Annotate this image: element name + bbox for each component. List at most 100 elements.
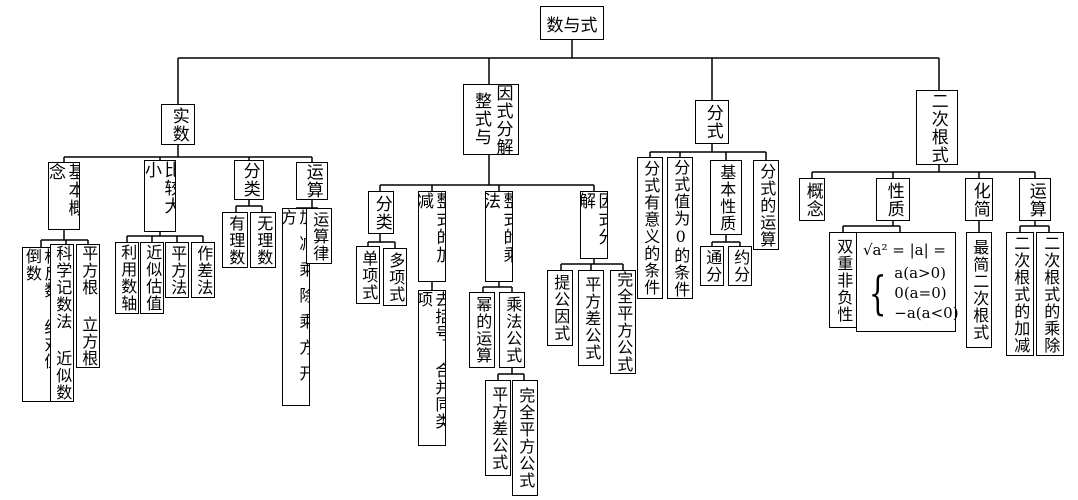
- leaf-simplest-radical: 最简二次根式: [966, 232, 992, 348]
- real-operations-label: 运算: [302, 163, 323, 199]
- leaf-text: 双重非负性: [834, 237, 854, 323]
- leaf-arith-ops: 加减乘除乘方开方: [282, 208, 310, 406]
- leaf-monomial: 单项式: [356, 246, 380, 304]
- leaf-text: 运算律: [310, 210, 330, 262]
- frac-meaningful-condition: 分式有意义的条件: [637, 157, 663, 299]
- leaf-difference-method: 作差法: [191, 242, 215, 298]
- leaf-text: 分式的运算: [757, 162, 777, 248]
- leaf-text: 平方差公式: [489, 385, 509, 471]
- leaf-perfect-square: 完全平方公式: [512, 380, 538, 496]
- real-numbers-label: 实数: [168, 106, 189, 143]
- radical-property-label: 性质: [883, 181, 904, 218]
- leaf-text: 有理数: [226, 214, 246, 266]
- leaf-text: 多项式: [386, 251, 406, 303]
- radical-simplify-node: 化简: [965, 178, 993, 221]
- leaf-text: 幂的运算: [473, 296, 493, 364]
- leaf-text: 平方根 立方根: [79, 245, 99, 367]
- leaf-estimate: 近似估值: [140, 242, 164, 314]
- leaf-text: 分式值为0的条件: [671, 158, 691, 298]
- factor-label: 因式分解: [580, 192, 608, 246]
- formula-head: √a² = |a| =: [863, 241, 947, 259]
- leaf-square-method: 平方法: [165, 242, 189, 298]
- leaf-text: 无理数: [254, 214, 274, 266]
- leaf-factor-perfect-square: 完全平方公式: [610, 270, 636, 374]
- leaf-sci-notation: 科学记数法 近似数: [50, 244, 74, 402]
- leaf-text: 近似估值: [143, 244, 163, 312]
- leaf-text: 二次根式的乘除: [1041, 234, 1061, 354]
- leaf-text: 最简二次根式: [970, 239, 990, 341]
- compare-size-label: 比较大小: [144, 161, 176, 215]
- leaf-factor-diff-squares: 平方差公式: [578, 270, 604, 366]
- leaf-common-factor: 提公因式: [547, 270, 573, 346]
- leaf-text: 去括号 合并同类项: [418, 291, 446, 430]
- case-zero: 0(a=0): [894, 284, 947, 302]
- formula-cases: { a(a>0) 0(a=0) −a(a<0): [863, 263, 959, 323]
- root-label: 数与式: [546, 15, 598, 36]
- root-node: 数与式: [540, 6, 604, 40]
- leaf-text: 提公因式: [551, 274, 571, 342]
- leaf-number-line: 利用数轴: [115, 242, 139, 314]
- leaf-text: 完全平方公式: [614, 271, 634, 373]
- leaf-square-cube-root: 平方根 立方根: [76, 244, 100, 368]
- factoring-label: 因式分解: [492, 84, 513, 155]
- leaf-irrational: 无理数: [250, 212, 276, 268]
- leaf-text: 平方差公式: [582, 275, 602, 361]
- leaf-double-nonnegative: 双重非负性: [829, 232, 857, 328]
- real-operations-node: 运算: [296, 162, 328, 200]
- leaf-text: 二次根式的加减: [1011, 234, 1031, 354]
- leaf-brackets-like-terms: 去括号 合并同类项: [418, 290, 446, 446]
- poly-classify-label: 分类: [371, 194, 392, 231]
- poly-add-node: 整式的加减: [418, 191, 446, 282]
- radical-label: 二次根式: [927, 91, 948, 164]
- case-negative: −a(a<0): [894, 304, 959, 322]
- frac-basic-property: 基本性质: [710, 160, 742, 235]
- polynomial-factoring-node: 因式分解 整式与: [463, 84, 519, 155]
- brace-icon: {: [868, 266, 887, 320]
- leaf-text: 科学记数法 近似数: [53, 245, 73, 401]
- leaf-text: 基本性质: [717, 163, 737, 232]
- leaf-radical-add-sub: 二次根式的加减: [1006, 232, 1034, 356]
- leaf-rational: 有理数: [222, 212, 248, 268]
- radical-concept-label: 概念: [802, 181, 823, 218]
- leaf-text: 加减乘除乘方开方: [282, 209, 310, 391]
- leaf-text: 利用数轴: [118, 244, 138, 312]
- leaf-text: 作差法: [194, 244, 214, 296]
- leaf-text: 平方法: [168, 244, 188, 296]
- poly-mul-label: 整式的乘法: [485, 192, 513, 264]
- real-classify-node: 分类: [234, 160, 264, 200]
- basic-concepts-node: 基本概念: [48, 162, 80, 230]
- radical-simplify-label: 化简: [969, 181, 990, 218]
- leaf-power-ops: 幂的运算: [469, 292, 495, 368]
- fraction-label: 分式: [702, 104, 723, 140]
- radical-formula-box: √a² = |a| = { a(a>0) 0(a=0) −a(a<0): [856, 232, 959, 332]
- case-positive: a(a>0): [894, 264, 946, 282]
- radical-node: 二次根式: [916, 90, 958, 165]
- fraction-node: 分式: [695, 100, 729, 144]
- radical-ops-node: 运算: [1019, 178, 1051, 221]
- leaf-diff-squares: 平方差公式: [485, 380, 511, 476]
- poly-add-label: 整式的加减: [418, 192, 446, 264]
- poly-mul-node: 整式的乘法: [485, 191, 513, 282]
- leaf-text: 通分: [703, 249, 723, 283]
- frac-zero-condition: 分式值为0的条件: [667, 157, 693, 299]
- leaf-operation-laws: 运算律: [306, 208, 332, 264]
- leaf-text: 约分: [731, 249, 751, 283]
- radical-ops-label: 运算: [1025, 181, 1046, 218]
- frac-operations: 分式的运算: [753, 160, 779, 250]
- compare-size-node: 比较大小: [144, 160, 176, 232]
- leaf-polynomial: 多项式: [383, 248, 407, 306]
- leaf-text: 单项式: [359, 249, 379, 301]
- leaf-text: 乘法公式: [503, 296, 523, 364]
- radical-concept-node: 概念: [799, 178, 825, 221]
- leaf-reduce-fraction: 约分: [728, 246, 752, 286]
- real-numbers-node: 实数: [161, 104, 195, 145]
- leaf-text: 分式有意义的条件: [641, 160, 661, 296]
- leaf-common-denominator: 通分: [700, 246, 724, 286]
- leaf-radical-mul-div: 二次根式的乘除: [1036, 232, 1064, 356]
- factor-node: 因式分解: [580, 191, 608, 259]
- leaf-mul-formula: 乘法公式: [499, 292, 525, 368]
- radical-property-node: 性质: [876, 178, 910, 221]
- poly-classify-node: 分类: [368, 191, 394, 234]
